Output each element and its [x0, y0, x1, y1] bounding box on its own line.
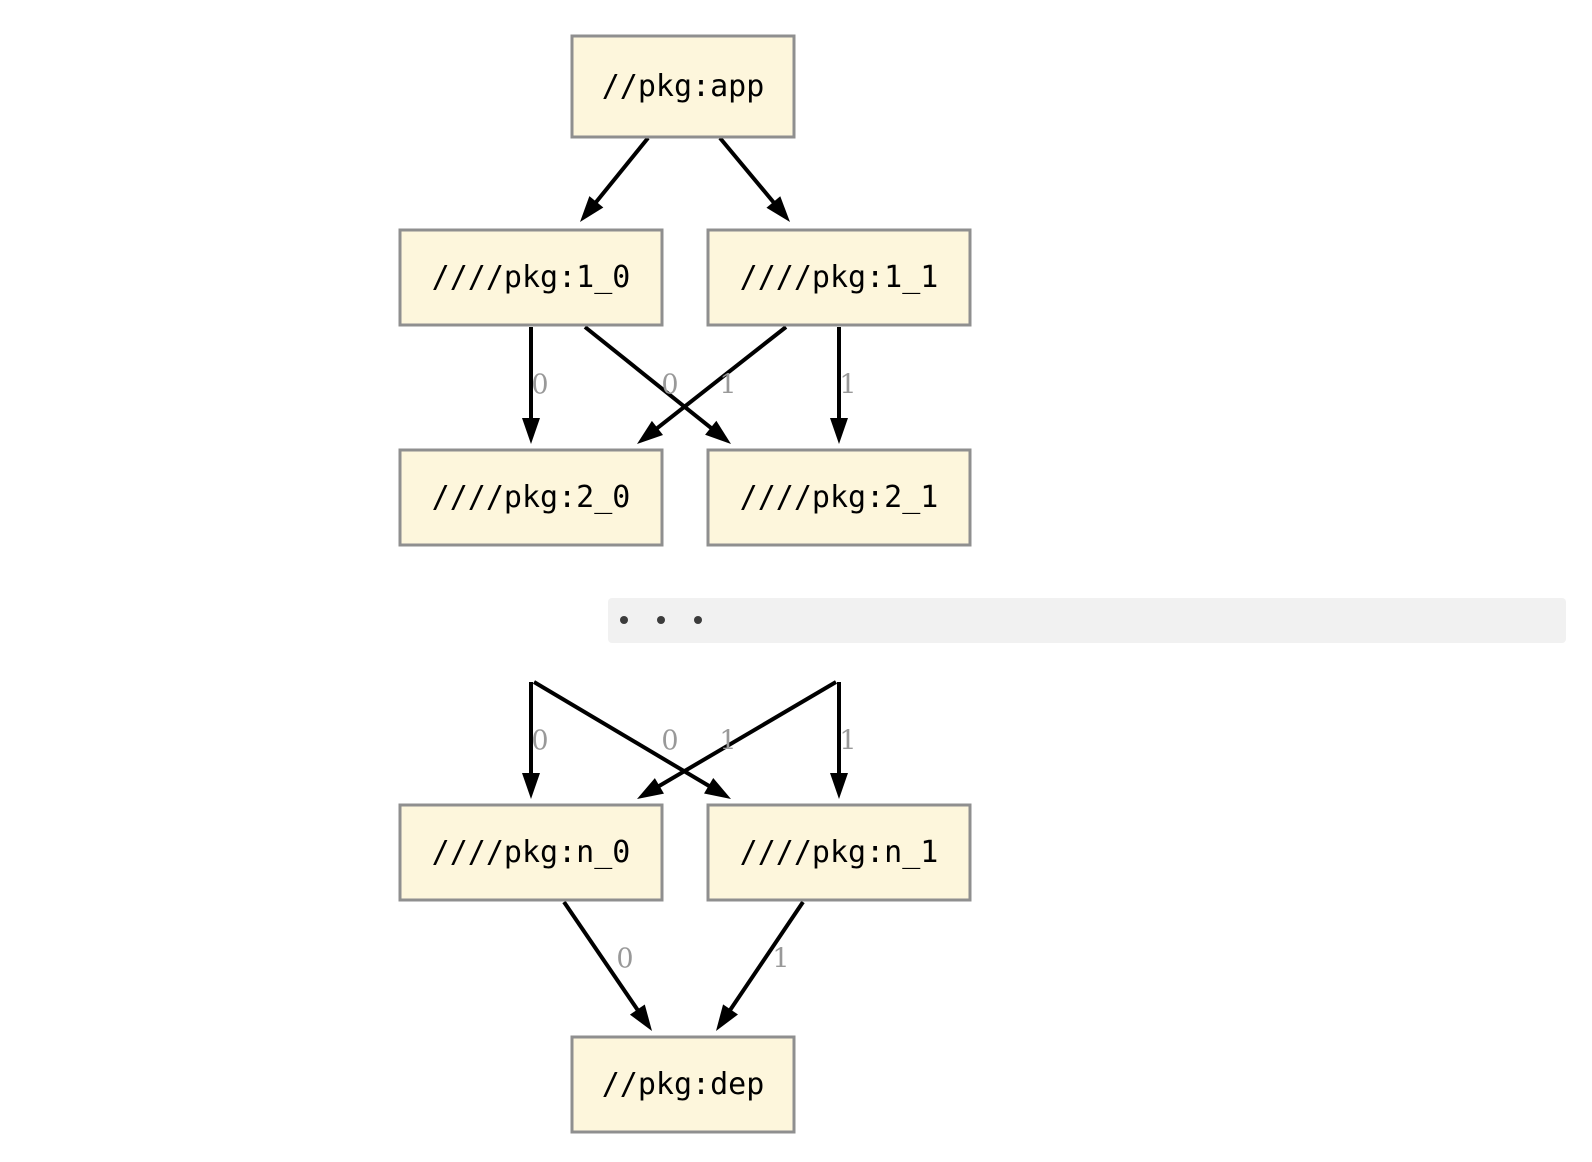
node-box[interactable] — [706, 448, 972, 547]
node-label: ////pkg:n_1 — [740, 835, 939, 870]
node-label: ////pkg:2_1 — [740, 480, 939, 515]
node-label: //pkg:dep — [602, 1067, 765, 1102]
ellipsis-dot — [657, 616, 665, 624]
ellipsis-band-group — [608, 598, 1566, 643]
node-box[interactable] — [398, 448, 664, 547]
graph-edge — [718, 136, 778, 207]
graph-node-dep[interactable]: //pkg:dep — [570, 1035, 796, 1134]
graph-edge — [562, 900, 642, 1014]
edge-label: 0 — [616, 944, 633, 975]
edge-arrowhead — [522, 773, 540, 799]
node-box[interactable] — [398, 228, 664, 327]
ellipsis-dot — [620, 616, 628, 624]
node-label: ////pkg:1_1 — [740, 260, 939, 295]
graph-node-nn_0[interactable]: ////pkg:n_0 — [398, 803, 664, 902]
graph-node-n2_1[interactable]: ////pkg:2_1 — [706, 448, 972, 547]
ellipsis-band — [608, 598, 1566, 643]
edge-label: 0 — [661, 370, 678, 401]
node-label: //pkg:app — [602, 69, 765, 104]
node-box[interactable] — [706, 228, 972, 327]
edge-arrowhead — [766, 196, 790, 222]
node-box[interactable] — [398, 803, 664, 902]
edge-arrowhead — [830, 418, 848, 444]
edge-arrowhead — [830, 773, 848, 799]
edge-label: 1 — [719, 726, 736, 757]
node-label: ////pkg:1_0 — [432, 260, 631, 295]
edge-label: 0 — [531, 370, 548, 401]
edges-layer — [522, 136, 848, 1031]
graph-node-app[interactable]: //pkg:app — [570, 34, 796, 139]
edge-labels-layer: 0 0 1 1 0 0 1 1 0 1 — [531, 370, 856, 975]
edge-label: 0 — [531, 726, 548, 757]
graph-edge — [654, 680, 838, 790]
edge-arrowhead — [705, 420, 731, 444]
graph-edge — [583, 325, 716, 432]
graph-edge — [653, 325, 788, 432]
graph-node-n1_0[interactable]: ////pkg:1_0 — [398, 228, 664, 327]
edge-label: 0 — [661, 726, 678, 757]
graph-node-n1_1[interactable]: ////pkg:1_1 — [706, 228, 972, 327]
edge-label: 1 — [839, 370, 856, 401]
edge-arrowhead — [580, 196, 604, 222]
graph-edge — [726, 900, 805, 1014]
edge-label: 1 — [719, 370, 736, 401]
node-box[interactable] — [570, 34, 796, 139]
edge-arrowhead — [716, 1004, 738, 1031]
edge-label: 1 — [839, 726, 856, 757]
edge-label: 1 — [772, 944, 789, 975]
edge-arrowhead — [637, 420, 664, 444]
graph-node-n2_0[interactable]: ////pkg:2_0 — [398, 448, 664, 547]
node-label: ////pkg:n_0 — [432, 835, 631, 870]
graph-edge — [592, 136, 650, 207]
node-box[interactable] — [570, 1035, 796, 1134]
ellipsis-dot — [694, 616, 702, 624]
node-label: ////pkg:2_0 — [432, 480, 631, 515]
edge-arrowhead — [629, 1004, 652, 1031]
nodes-layer: //pkg:app ////pkg:1_0 ////pkg:1_1 ////pkg:2… — [398, 34, 972, 1134]
node-box[interactable] — [706, 803, 972, 902]
graph-node-nn_1[interactable]: ////pkg:n_1 — [706, 803, 972, 902]
edge-arrowhead — [522, 418, 540, 444]
edge-arrowhead — [637, 778, 664, 799]
edge-arrowhead — [704, 777, 731, 799]
